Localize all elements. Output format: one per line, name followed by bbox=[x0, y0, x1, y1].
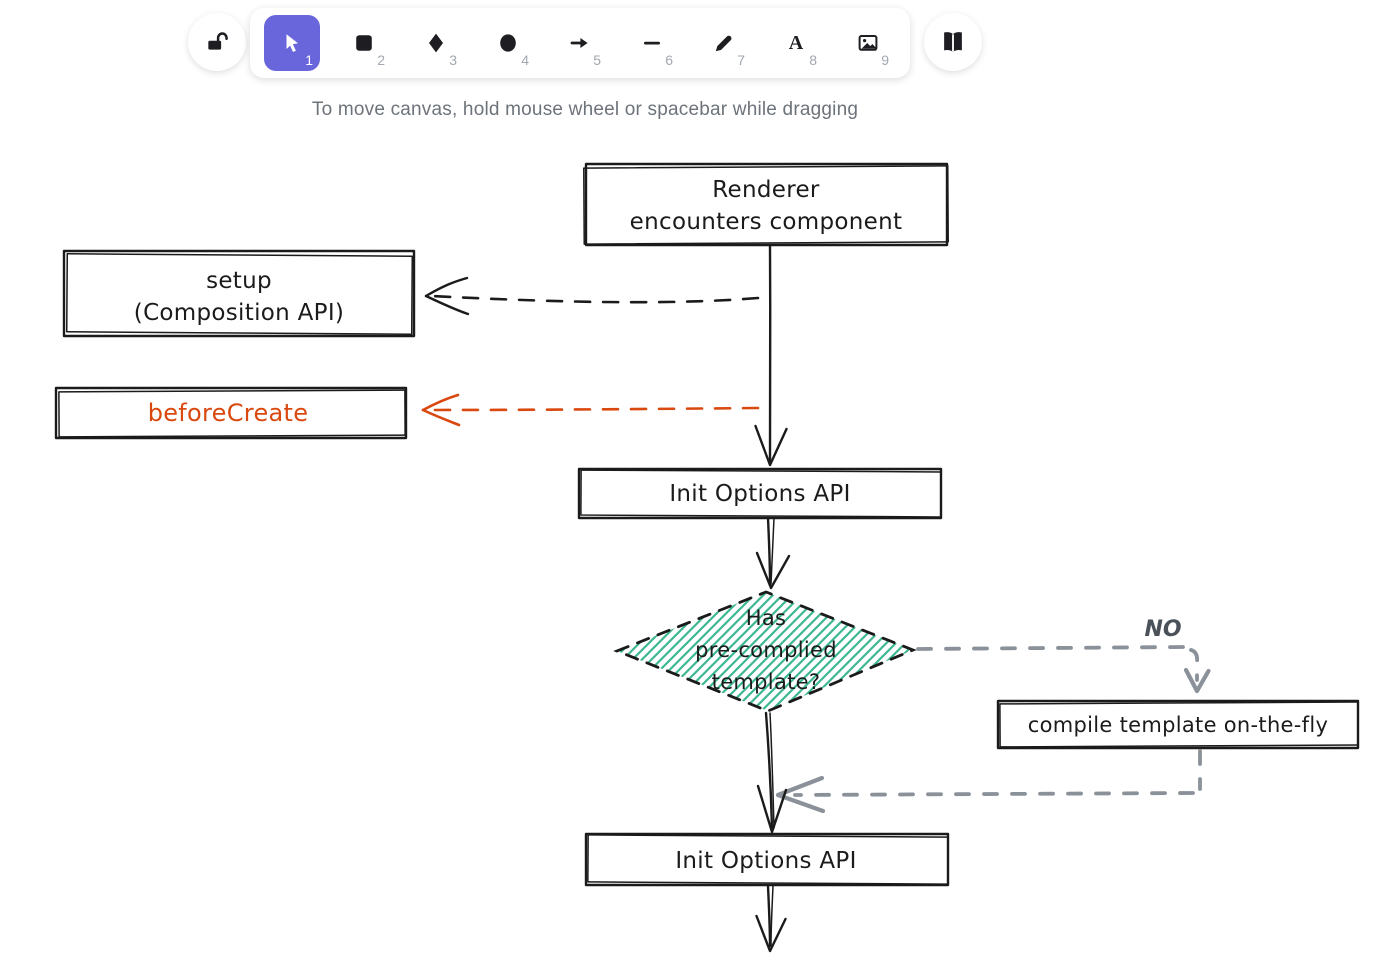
tool-selection[interactable]: 1 bbox=[264, 15, 320, 71]
node-label: Renderer bbox=[712, 177, 820, 203]
tool-shortcut: 2 bbox=[377, 52, 385, 68]
tool-shortcut: 6 bbox=[665, 52, 673, 68]
canvas-hint: To move canvas, hold mouse wheel or spac… bbox=[311, 99, 859, 120]
tool-ellipse[interactable]: 4 bbox=[480, 15, 536, 71]
selection-cursor-icon bbox=[286, 34, 298, 52]
pencil-icon bbox=[715, 35, 732, 52]
node-label: beforeCreate bbox=[148, 399, 309, 427]
tool-shortcut: 8 bbox=[809, 52, 817, 68]
arrow-icon bbox=[570, 38, 588, 48]
tool-diamond[interactable]: 3 bbox=[408, 15, 464, 71]
edge-diamond-to-init2[interactable] bbox=[756, 711, 788, 834]
node-setup-composition-api[interactable]: setup (Composition API) bbox=[62, 249, 416, 338]
text-icon: A bbox=[789, 32, 804, 54]
tool-draw[interactable]: 7 bbox=[696, 15, 752, 71]
node-init-options-api-1[interactable]: Init Options API bbox=[577, 467, 943, 520]
tool-shortcut: 9 bbox=[881, 52, 889, 68]
node-label: compile template on-the-fly bbox=[1028, 713, 1328, 737]
edge-renderer-to-init1[interactable] bbox=[754, 244, 788, 467]
node-label: setup bbox=[206, 268, 272, 294]
node-label: encounters component bbox=[630, 209, 903, 235]
tool-text[interactable]: A 8 bbox=[768, 15, 824, 71]
node-before-create[interactable]: beforeCreate bbox=[54, 386, 408, 440]
node-label: (Composition API) bbox=[134, 300, 344, 326]
edge-init1-to-diamond[interactable] bbox=[755, 516, 791, 590]
edge-to-beforecreate-dashed[interactable] bbox=[421, 393, 760, 427]
diamond-icon bbox=[429, 33, 443, 53]
node-compile-template-on-the-fly[interactable]: compile template on-the-fly bbox=[996, 699, 1360, 750]
node-has-precompiled-template-diamond[interactable]: Has pre-complied template? bbox=[613, 590, 917, 713]
tool-shortcut: 4 bbox=[521, 52, 529, 68]
node-label: Init Options API bbox=[669, 481, 850, 507]
unlock-icon bbox=[208, 32, 228, 50]
tool-shortcut: 1 bbox=[305, 52, 313, 68]
node-label: Has bbox=[746, 606, 787, 630]
book-icon bbox=[944, 32, 962, 52]
library-button[interactable] bbox=[924, 13, 982, 71]
tool-shortcut: 7 bbox=[737, 52, 745, 68]
edge-diamond-to-compile-dashed[interactable] bbox=[916, 645, 1211, 694]
lock-button[interactable] bbox=[188, 13, 246, 71]
rectangle-icon bbox=[356, 35, 372, 51]
edge-to-setup-dashed[interactable] bbox=[424, 276, 760, 316]
node-label: Init Options API bbox=[675, 848, 856, 874]
node-label: template? bbox=[712, 670, 821, 694]
node-init-options-api-2[interactable]: Init Options API bbox=[584, 832, 950, 887]
line-icon bbox=[644, 41, 660, 45]
ellipse-icon bbox=[500, 34, 516, 52]
toolbar: 1 2 3 4 5 6 7 bbox=[250, 8, 910, 78]
tool-arrow[interactable]: 5 bbox=[552, 15, 608, 71]
image-icon bbox=[858, 35, 878, 51]
svg-text:A: A bbox=[789, 32, 804, 54]
edge-init2-down[interactable] bbox=[755, 884, 787, 953]
tool-image[interactable]: 9 bbox=[840, 15, 896, 71]
tool-rectangle[interactable]: 2 bbox=[336, 15, 392, 71]
tool-line[interactable]: 6 bbox=[624, 15, 680, 71]
tool-shortcut: 3 bbox=[449, 52, 457, 68]
node-label: pre-complied bbox=[695, 638, 837, 662]
edge-compile-return-dashed[interactable] bbox=[775, 749, 1202, 814]
node-renderer-encounters-component[interactable]: Renderer encounters component bbox=[583, 162, 949, 247]
tool-shortcut: 5 bbox=[593, 52, 601, 68]
edge-label-no[interactable]: NO bbox=[1144, 617, 1181, 642]
